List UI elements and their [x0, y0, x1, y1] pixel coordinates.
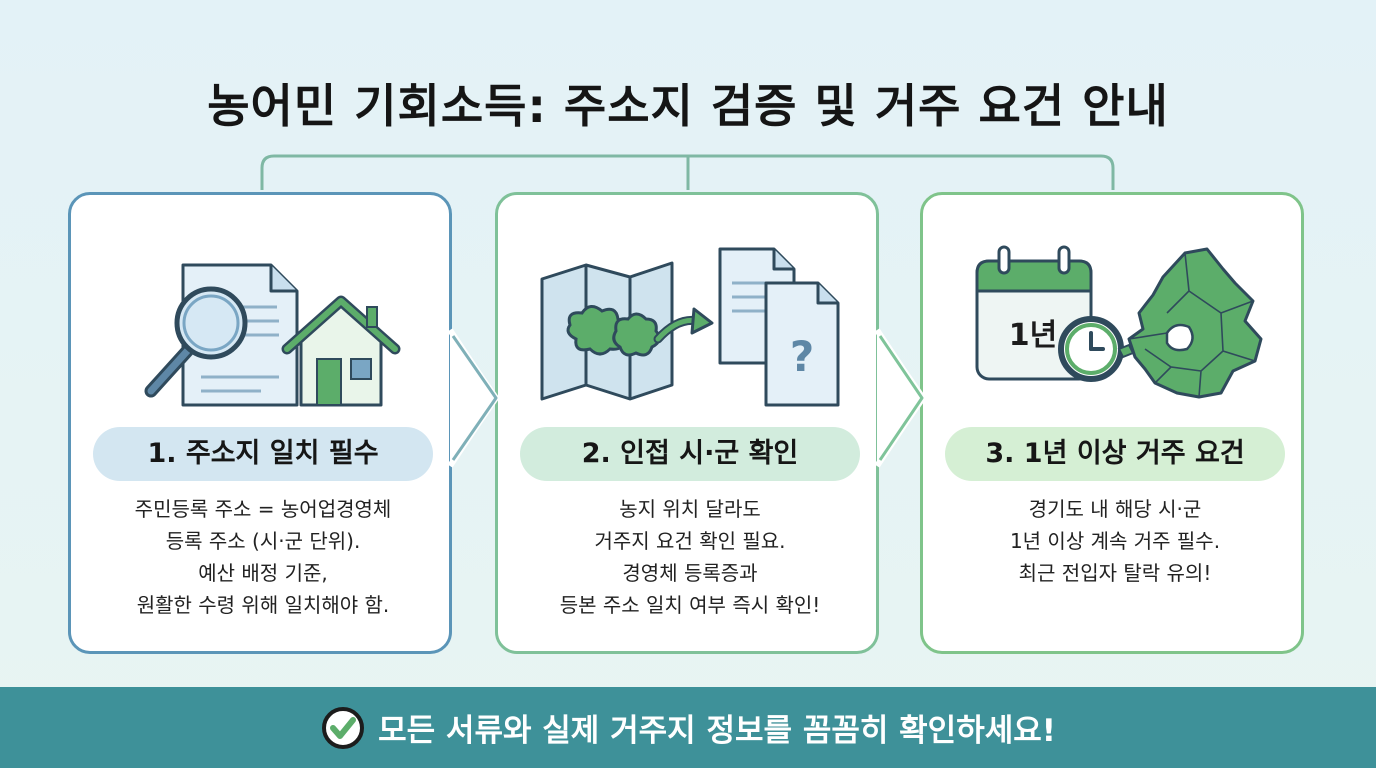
step-card-address-match: 1. 주소지 일치 필수 주민등록 주소 = 농어업경영체 등록 주소 (시·군…	[68, 192, 452, 654]
illustration-address	[144, 263, 401, 407]
description-line: 1년 이상 계속 거주 필수.	[1009, 529, 1221, 553]
step-description: 경기도 내 해당 시·군 1년 이상 계속 거주 필수. 최근 전입자 탈락 유…	[933, 493, 1297, 589]
description-line: 주민등록 주소 = 농어업경영체	[134, 497, 392, 521]
gyeonggi-map-icon	[1117, 247, 1263, 399]
calendar-label: 1년	[1009, 318, 1057, 353]
chevron-right-icon	[447, 328, 500, 468]
chevron-right-icon	[874, 328, 927, 468]
description-line: 등본 주소 일치 여부 즉시 확인!	[559, 593, 821, 617]
map-icon	[540, 261, 674, 401]
page-title: 농어민 기회소득: 주소지 검증 및 거주 요건 안내	[207, 79, 1169, 133]
magnifier-icon	[144, 286, 248, 398]
step-heading: 2. 인접 시·군 확인	[520, 427, 860, 481]
description-line: 거주지 요건 확인 필요.	[594, 529, 786, 553]
step-description: 주민등록 주소 = 농어업경영체 등록 주소 (시·군 단위). 예산 배정 기…	[81, 493, 445, 621]
footer-text: 모든 서류와 실제 거주지 정보를 꼼꼼히 확인하세요!	[378, 713, 1056, 749]
arrow-icon	[653, 307, 714, 344]
description-line: 최근 전입자 탈락 유의!	[1018, 561, 1212, 585]
illustration-residency: 1년	[975, 245, 1263, 399]
step-card-residency: 1년 3. 1년 이상 거주 요건 경기도 내 해당 시·군 1년 이상 계속 …	[920, 192, 1304, 654]
question-document-icon: ?	[764, 281, 840, 407]
description-line: 예산 배정 기준,	[198, 561, 328, 585]
illustration-region: ?	[540, 247, 840, 407]
svg-text:?: ?	[790, 332, 814, 381]
footer-banner: 모든 서류와 실제 거주지 정보를 꼼꼼히 확인하세요!	[0, 687, 1376, 768]
description-line: 등록 주소 (시·군 단위).	[165, 529, 361, 553]
step-card-adjacent-region: ? 2. 인접 시·군 확인 농지 위치 달라도 거주지 요건 확인 필요. 경…	[495, 192, 879, 654]
description-line: 농지 위치 달라도	[619, 497, 761, 521]
description-line: 원활한 수령 위해 일치해야 함.	[136, 593, 390, 617]
step-heading: 1. 주소지 일치 필수	[93, 427, 433, 481]
description-line: 경영체 등록증과	[622, 561, 758, 585]
check-circle-icon	[322, 706, 365, 749]
step-heading: 3. 1년 이상 거주 요건	[945, 427, 1285, 481]
description-line: 경기도 내 해당 시·군	[1028, 497, 1202, 521]
calendar-icon: 1년	[975, 245, 1093, 381]
clock-icon	[1058, 316, 1124, 382]
house-icon	[281, 295, 401, 407]
step-description: 농지 위치 달라도 거주지 요건 확인 필요. 경영체 등록증과 등본 주소 일…	[508, 493, 872, 621]
